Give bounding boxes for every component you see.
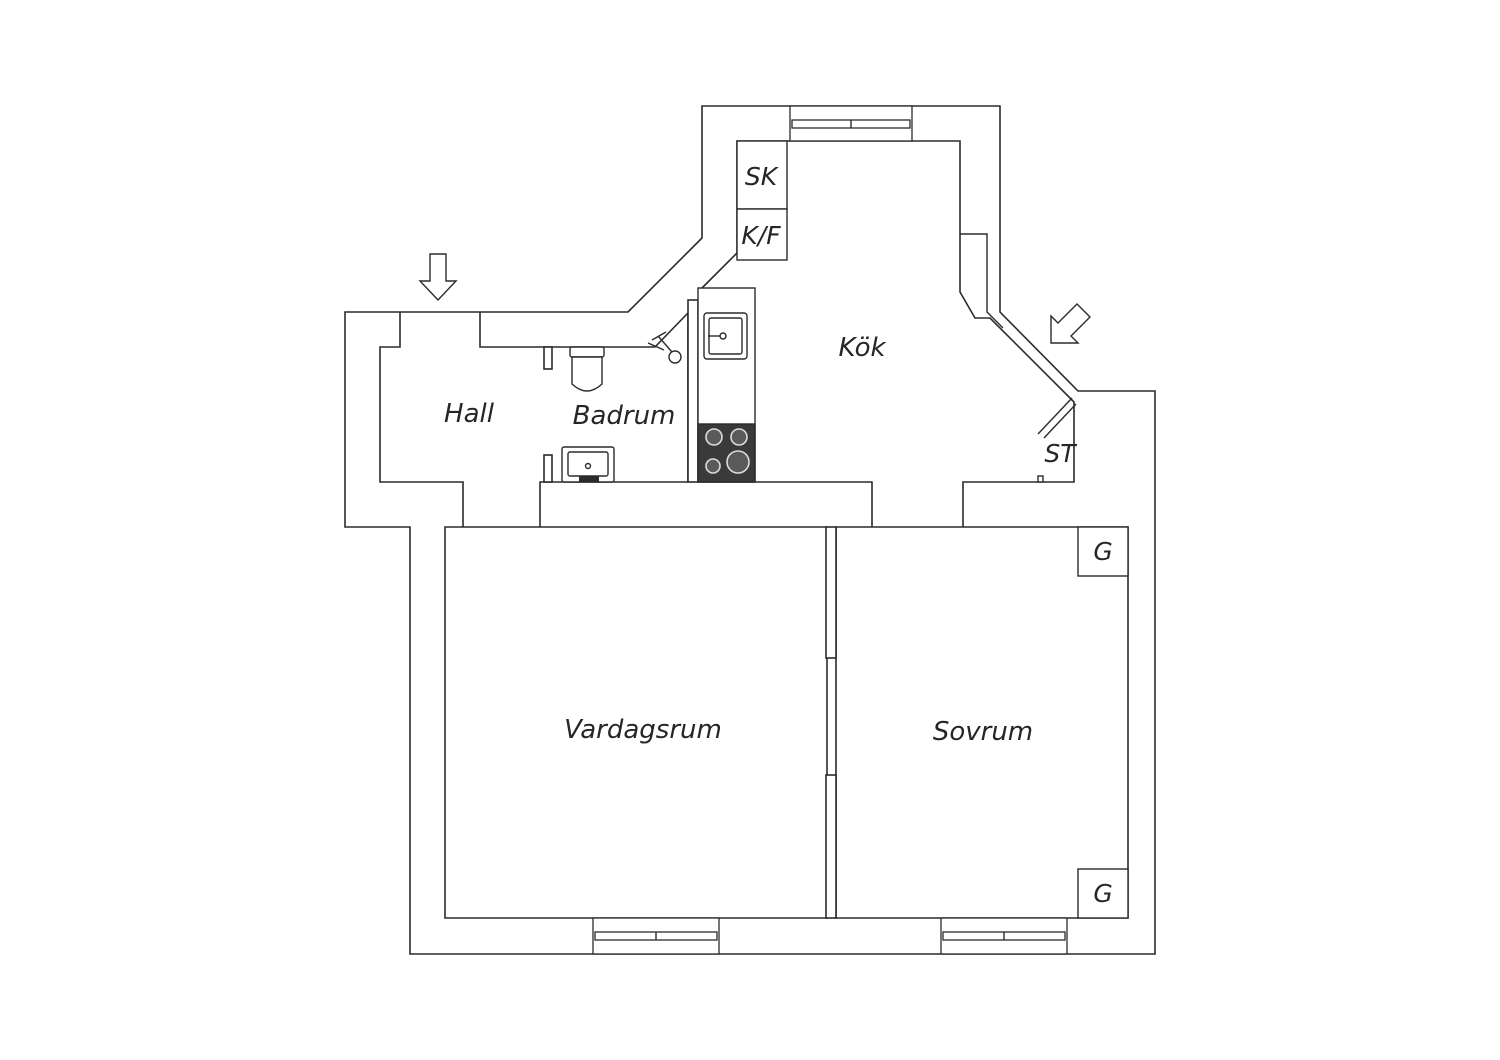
fixture-label-st: ST xyxy=(1044,439,1077,468)
box-g-top xyxy=(1077,526,1129,577)
window-sovrum xyxy=(940,917,1068,955)
fixture-label-kf: K/F xyxy=(741,221,781,250)
cabinet-kf xyxy=(736,208,788,261)
bath-wall-stub-top xyxy=(543,346,553,370)
arrow-down-icon xyxy=(418,253,458,302)
kitchen-niche xyxy=(960,233,1004,329)
arrow-down-left-icon xyxy=(1050,303,1091,344)
box-g-bottom xyxy=(1077,868,1129,919)
bath-sink xyxy=(561,446,615,483)
bath-wall-stub-bottom xyxy=(543,454,553,483)
storage-door xyxy=(1037,397,1077,483)
partition-wall-lower xyxy=(825,774,837,919)
toilet xyxy=(569,346,605,392)
stove xyxy=(697,423,756,483)
shower-head xyxy=(647,331,682,364)
fixture-label-sk: SK xyxy=(745,162,780,191)
room-label-kok: Kök xyxy=(838,333,886,363)
kitchen-sink xyxy=(703,312,748,360)
room-label-hall: Hall xyxy=(444,399,495,429)
window-vardagsrum xyxy=(592,917,720,955)
room-label-vardagsrum: Vardagsrum xyxy=(564,715,722,745)
partition-wall-upper xyxy=(825,526,837,659)
room-label-sovrum: Sovrum xyxy=(933,717,1033,747)
window-kitchen xyxy=(789,105,913,142)
cabinet-sk xyxy=(736,140,788,210)
kitchen-bath-divider xyxy=(687,299,699,483)
room-label-badrum: Badrum xyxy=(573,401,676,431)
fixture-label-g-top: G xyxy=(1093,537,1112,566)
fixture-label-g-bottom: G xyxy=(1093,879,1112,908)
